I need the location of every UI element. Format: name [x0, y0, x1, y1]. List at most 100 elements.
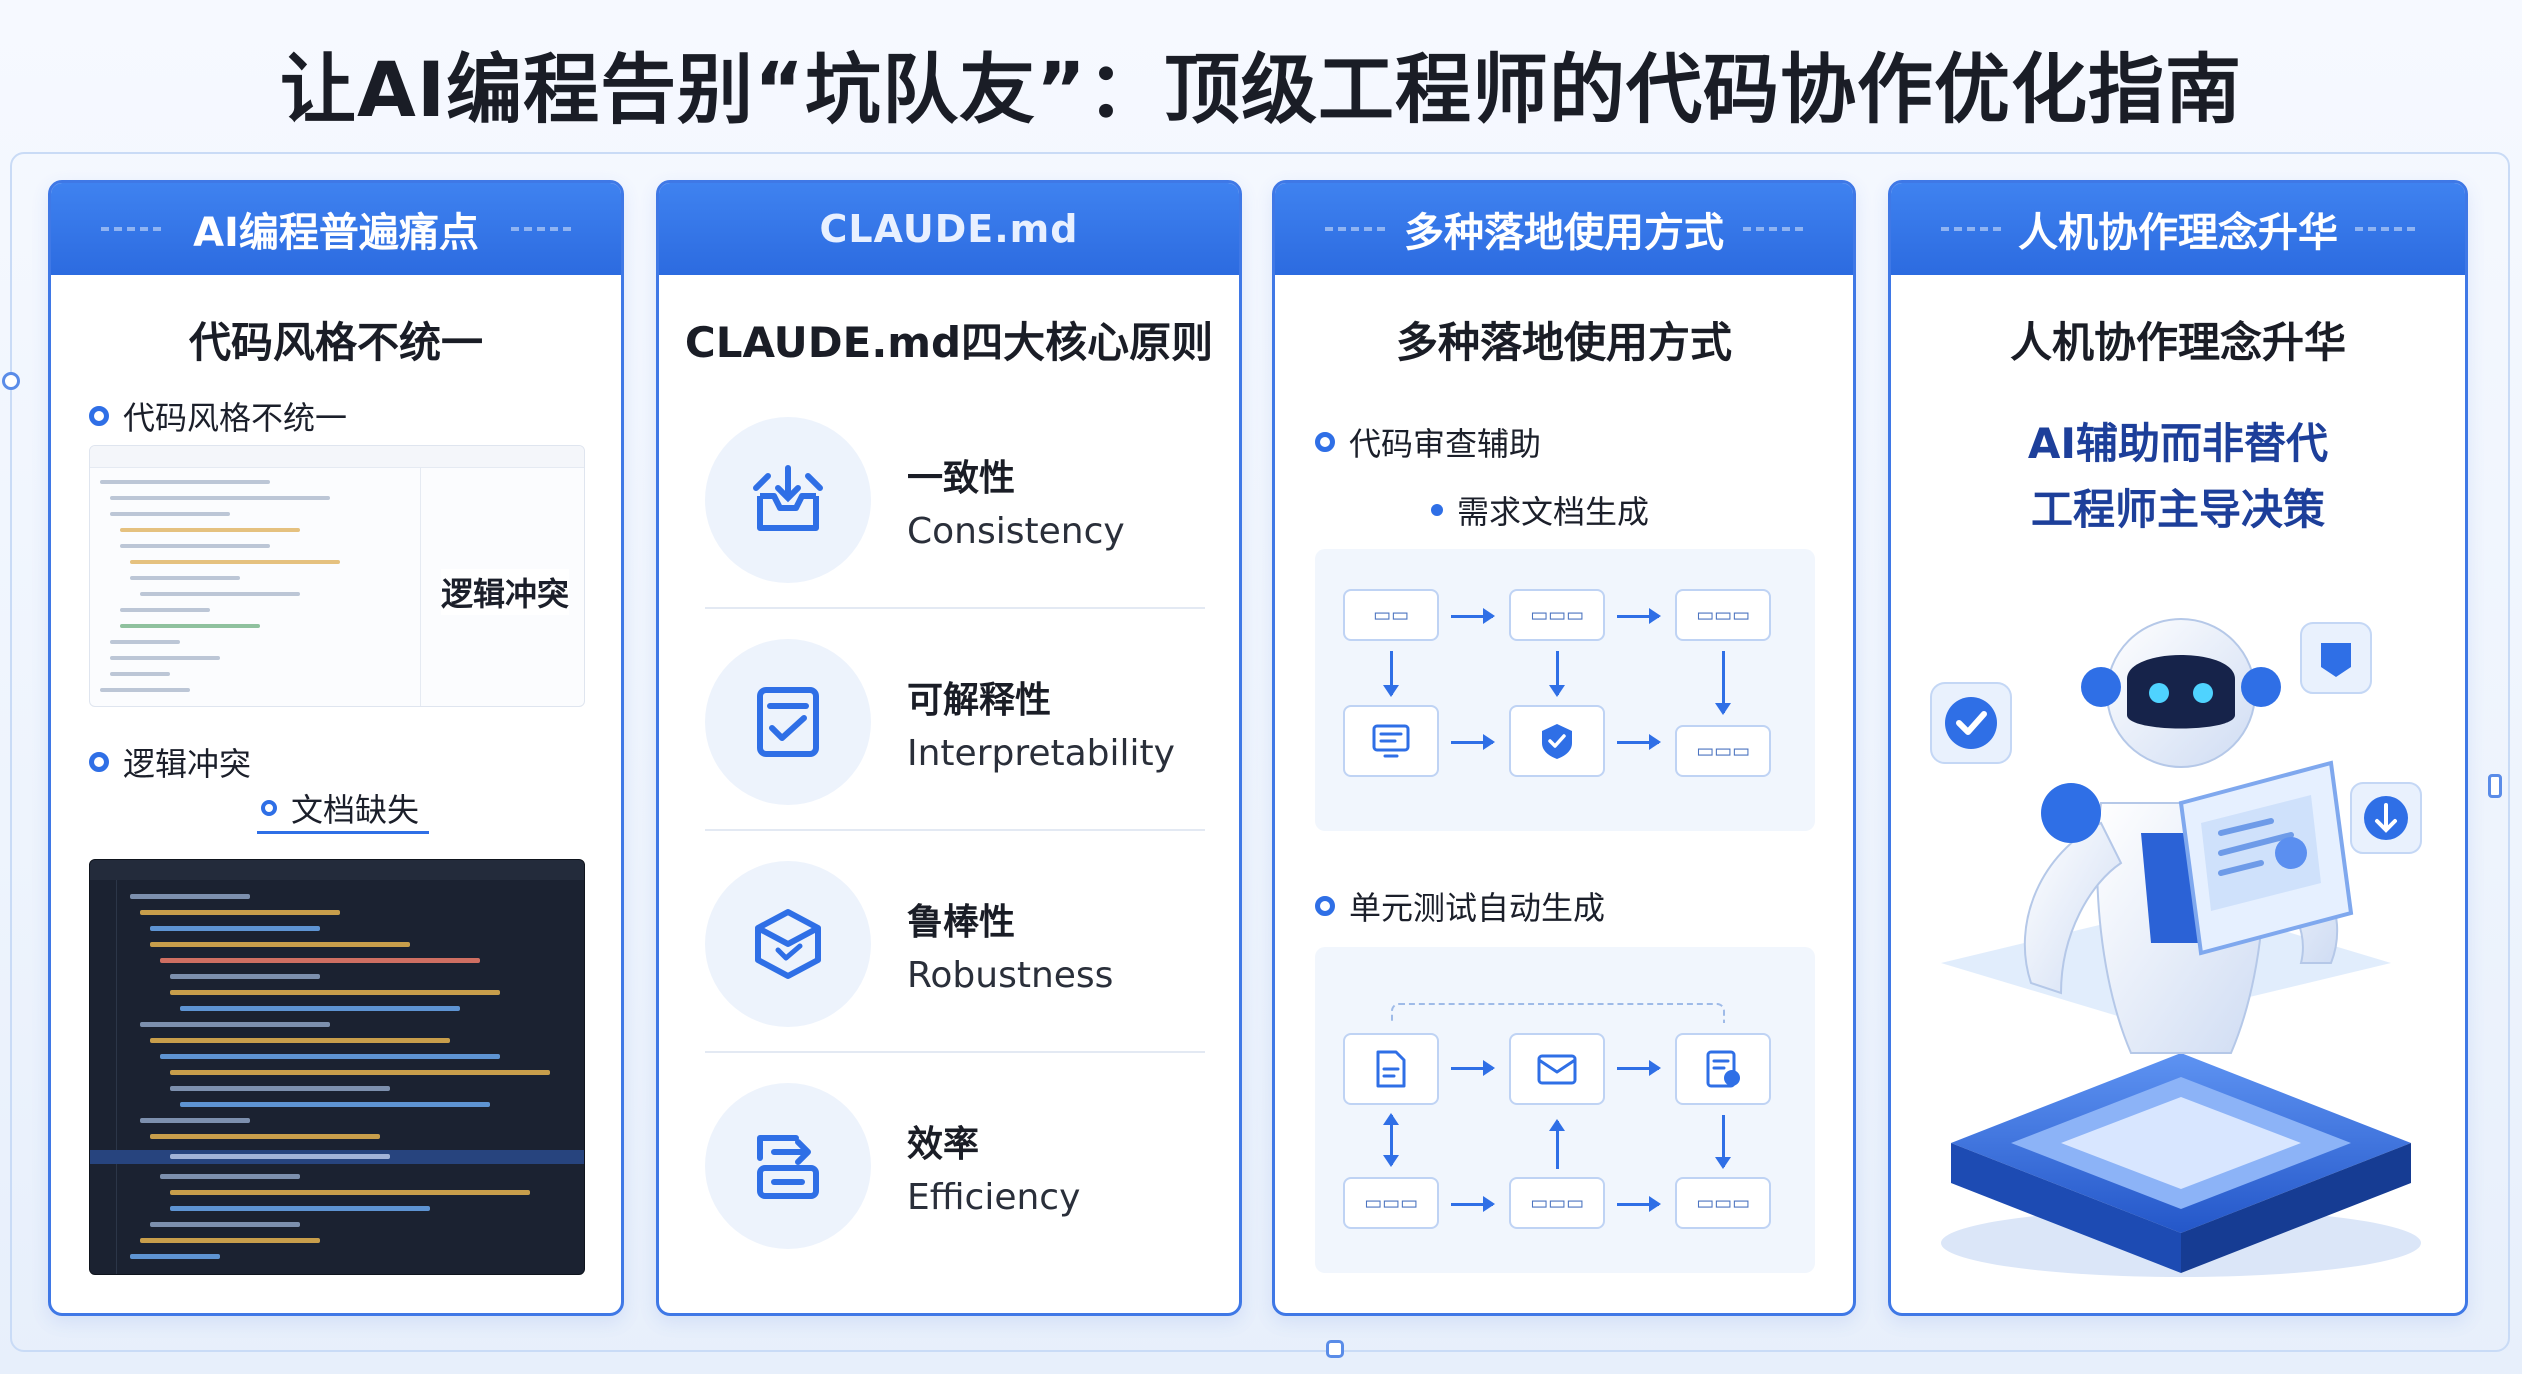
mail-icon	[1537, 1054, 1577, 1085]
principle-title: 鲁棒性	[907, 901, 1016, 943]
bullet-label: 需求文档生成	[1457, 493, 1650, 531]
principle-title: 一致性	[907, 457, 1016, 499]
panel-header: AI编程普遍痛点	[51, 183, 621, 275]
flow-arrow	[1617, 1060, 1661, 1076]
panel-subtitle: 多种落地使用方式	[1395, 318, 1732, 367]
bullet-dot	[1315, 896, 1335, 916]
flow-arrow	[1549, 651, 1565, 697]
flow-node	[1509, 705, 1605, 777]
shield-box-icon	[755, 909, 821, 979]
panel-usage: 多种落地使用方式 多种落地使用方式 代码审查辅助 需求文档生成 ▭▭ ▭▭▭ ▭…	[1272, 180, 1856, 1316]
panel-header: 多种落地使用方式	[1275, 183, 1853, 275]
flow-diagram-review: ▭▭ ▭▭▭ ▭▭▭ ▭▭▭	[1315, 549, 1815, 831]
divider	[705, 1051, 1205, 1053]
flow-node: ▭▭	[1343, 589, 1439, 641]
bullet-item: 逻辑冲突	[89, 739, 251, 785]
principle-item: 鲁棒性 Robustness	[705, 859, 1205, 1029]
bullet-dot	[261, 800, 277, 816]
panel-header: 人机协作理念升华	[1891, 183, 2465, 275]
panel-header-label: 人机协作理念升华	[2018, 210, 2338, 256]
panel-subtitle: 人机协作理念升华	[2009, 318, 2346, 367]
flow-arrow	[1617, 1196, 1661, 1212]
header-decoration	[101, 227, 161, 231]
flow-arrow	[1617, 734, 1661, 750]
principle-icon-wrap	[705, 861, 871, 1027]
underline	[257, 831, 429, 834]
flow-arrow	[1617, 608, 1661, 624]
panel-pain-points: AI编程普遍痛点 代码风格不统一 代码风格不统一 逻辑冲突 逻辑冲突 文档缺失	[48, 180, 624, 1316]
bullet-item: 文档缺失	[261, 785, 419, 831]
flow-loop-line	[1391, 1003, 1725, 1023]
panel-claude-md: CLAUDE.md CLAUDE.md四大核心原则 一致性 Consistenc…	[656, 180, 1242, 1316]
panel-collaboration: 人机协作理念升华 人机协作理念升华 AI辅助而非替代 工程师主导决策	[1888, 180, 2468, 1316]
flow-arrow	[1451, 734, 1495, 750]
robot-illustration	[1930, 618, 2422, 1277]
inbox-download-icon	[753, 465, 823, 531]
flow-arrow	[1383, 651, 1399, 697]
principle-title: 可解释性	[907, 679, 1052, 721]
header-decoration	[2355, 227, 2415, 231]
flow-node: ▭▭▭	[1675, 1177, 1771, 1229]
document-icon	[1376, 1050, 1406, 1088]
header-decoration	[1743, 227, 1803, 231]
bullet-dot	[89, 406, 109, 426]
report-icon	[1706, 1050, 1740, 1088]
flow-arrow	[1383, 1113, 1399, 1167]
principle-icon-wrap	[705, 1083, 871, 1249]
flow-node: ▭▭▭	[1343, 1177, 1439, 1229]
flow-node	[1509, 1033, 1605, 1105]
bullet-item: 代码风格不统一	[89, 393, 347, 439]
flow-arrow	[1715, 651, 1731, 715]
panel-header-label: AI编程普遍痛点	[193, 210, 479, 256]
bullet-label: 代码风格不统一	[123, 399, 348, 437]
page-title: 让AI编程告别“坑队友”：顶级工程师的代码协作优化指南	[280, 45, 2242, 134]
frame-node-bottom	[1326, 1340, 1344, 1358]
highlight-line: 工程师主导决策	[2030, 485, 2325, 534]
flow-diagram-testing: ▭▭▭ ▭▭▭ ▭▭▭	[1315, 947, 1815, 1273]
principle-item: 可解释性 Interpretability	[705, 637, 1205, 807]
header-decoration	[1325, 227, 1385, 231]
panel-header: CLAUDE.md	[659, 183, 1239, 275]
bullet-label: 单元测试自动生成	[1349, 889, 1606, 927]
flow-node: ▭▭▭	[1509, 589, 1605, 641]
divider	[705, 607, 1205, 609]
conflict-label: 逻辑冲突	[441, 569, 570, 615]
flow-node	[1343, 705, 1439, 777]
bullet-label: 代码审查辅助	[1349, 425, 1542, 463]
flow-node: ▭▭▭	[1675, 725, 1771, 777]
transfer-icon	[757, 1135, 819, 1199]
flow-arrow	[1451, 608, 1495, 624]
principle-subtitle: Consistency	[907, 510, 1125, 552]
flow-node	[1675, 1033, 1771, 1105]
frame-node-left	[2, 372, 20, 390]
flow-arrow	[1451, 1060, 1495, 1076]
bullet-item: 代码审查辅助	[1315, 419, 1541, 465]
principle-item: 一致性 Consistency	[705, 415, 1205, 585]
bullet-item: 单元测试自动生成	[1315, 883, 1605, 929]
flow-arrow	[1715, 1115, 1731, 1169]
highlight-line: AI辅助而非替代	[2027, 419, 2329, 468]
principle-subtitle: Interpretability	[907, 732, 1175, 774]
monitor-icon	[1372, 724, 1410, 758]
frame-node-right	[2488, 774, 2502, 798]
header-decoration	[511, 227, 571, 231]
panel-header-label: 多种落地使用方式	[1404, 210, 1724, 256]
panel-header-label: CLAUDE.md	[819, 207, 1079, 251]
bullet-dot	[1315, 432, 1335, 452]
panel-subtitle: CLAUDE.md四大核心原则	[684, 318, 1214, 367]
checklist-icon	[757, 687, 819, 757]
flow-arrow	[1451, 1196, 1495, 1212]
principle-subtitle: Robustness	[907, 954, 1114, 996]
principle-item: 效率 Efficiency	[705, 1081, 1205, 1251]
panel-subtitle: 代码风格不统一	[188, 318, 483, 367]
bullet-item: 需求文档生成	[1431, 487, 1649, 533]
bullet-label: 文档缺失	[291, 791, 420, 829]
flow-node	[1343, 1033, 1439, 1105]
shield-check-icon	[1542, 724, 1572, 759]
principle-title: 效率	[907, 1123, 980, 1165]
principle-icon-wrap	[705, 639, 871, 805]
flow-node: ▭▭▭	[1509, 1177, 1605, 1229]
bullet-label: 逻辑冲突	[123, 745, 252, 783]
bullet-dot	[1431, 504, 1443, 516]
flow-arrow	[1549, 1119, 1565, 1169]
